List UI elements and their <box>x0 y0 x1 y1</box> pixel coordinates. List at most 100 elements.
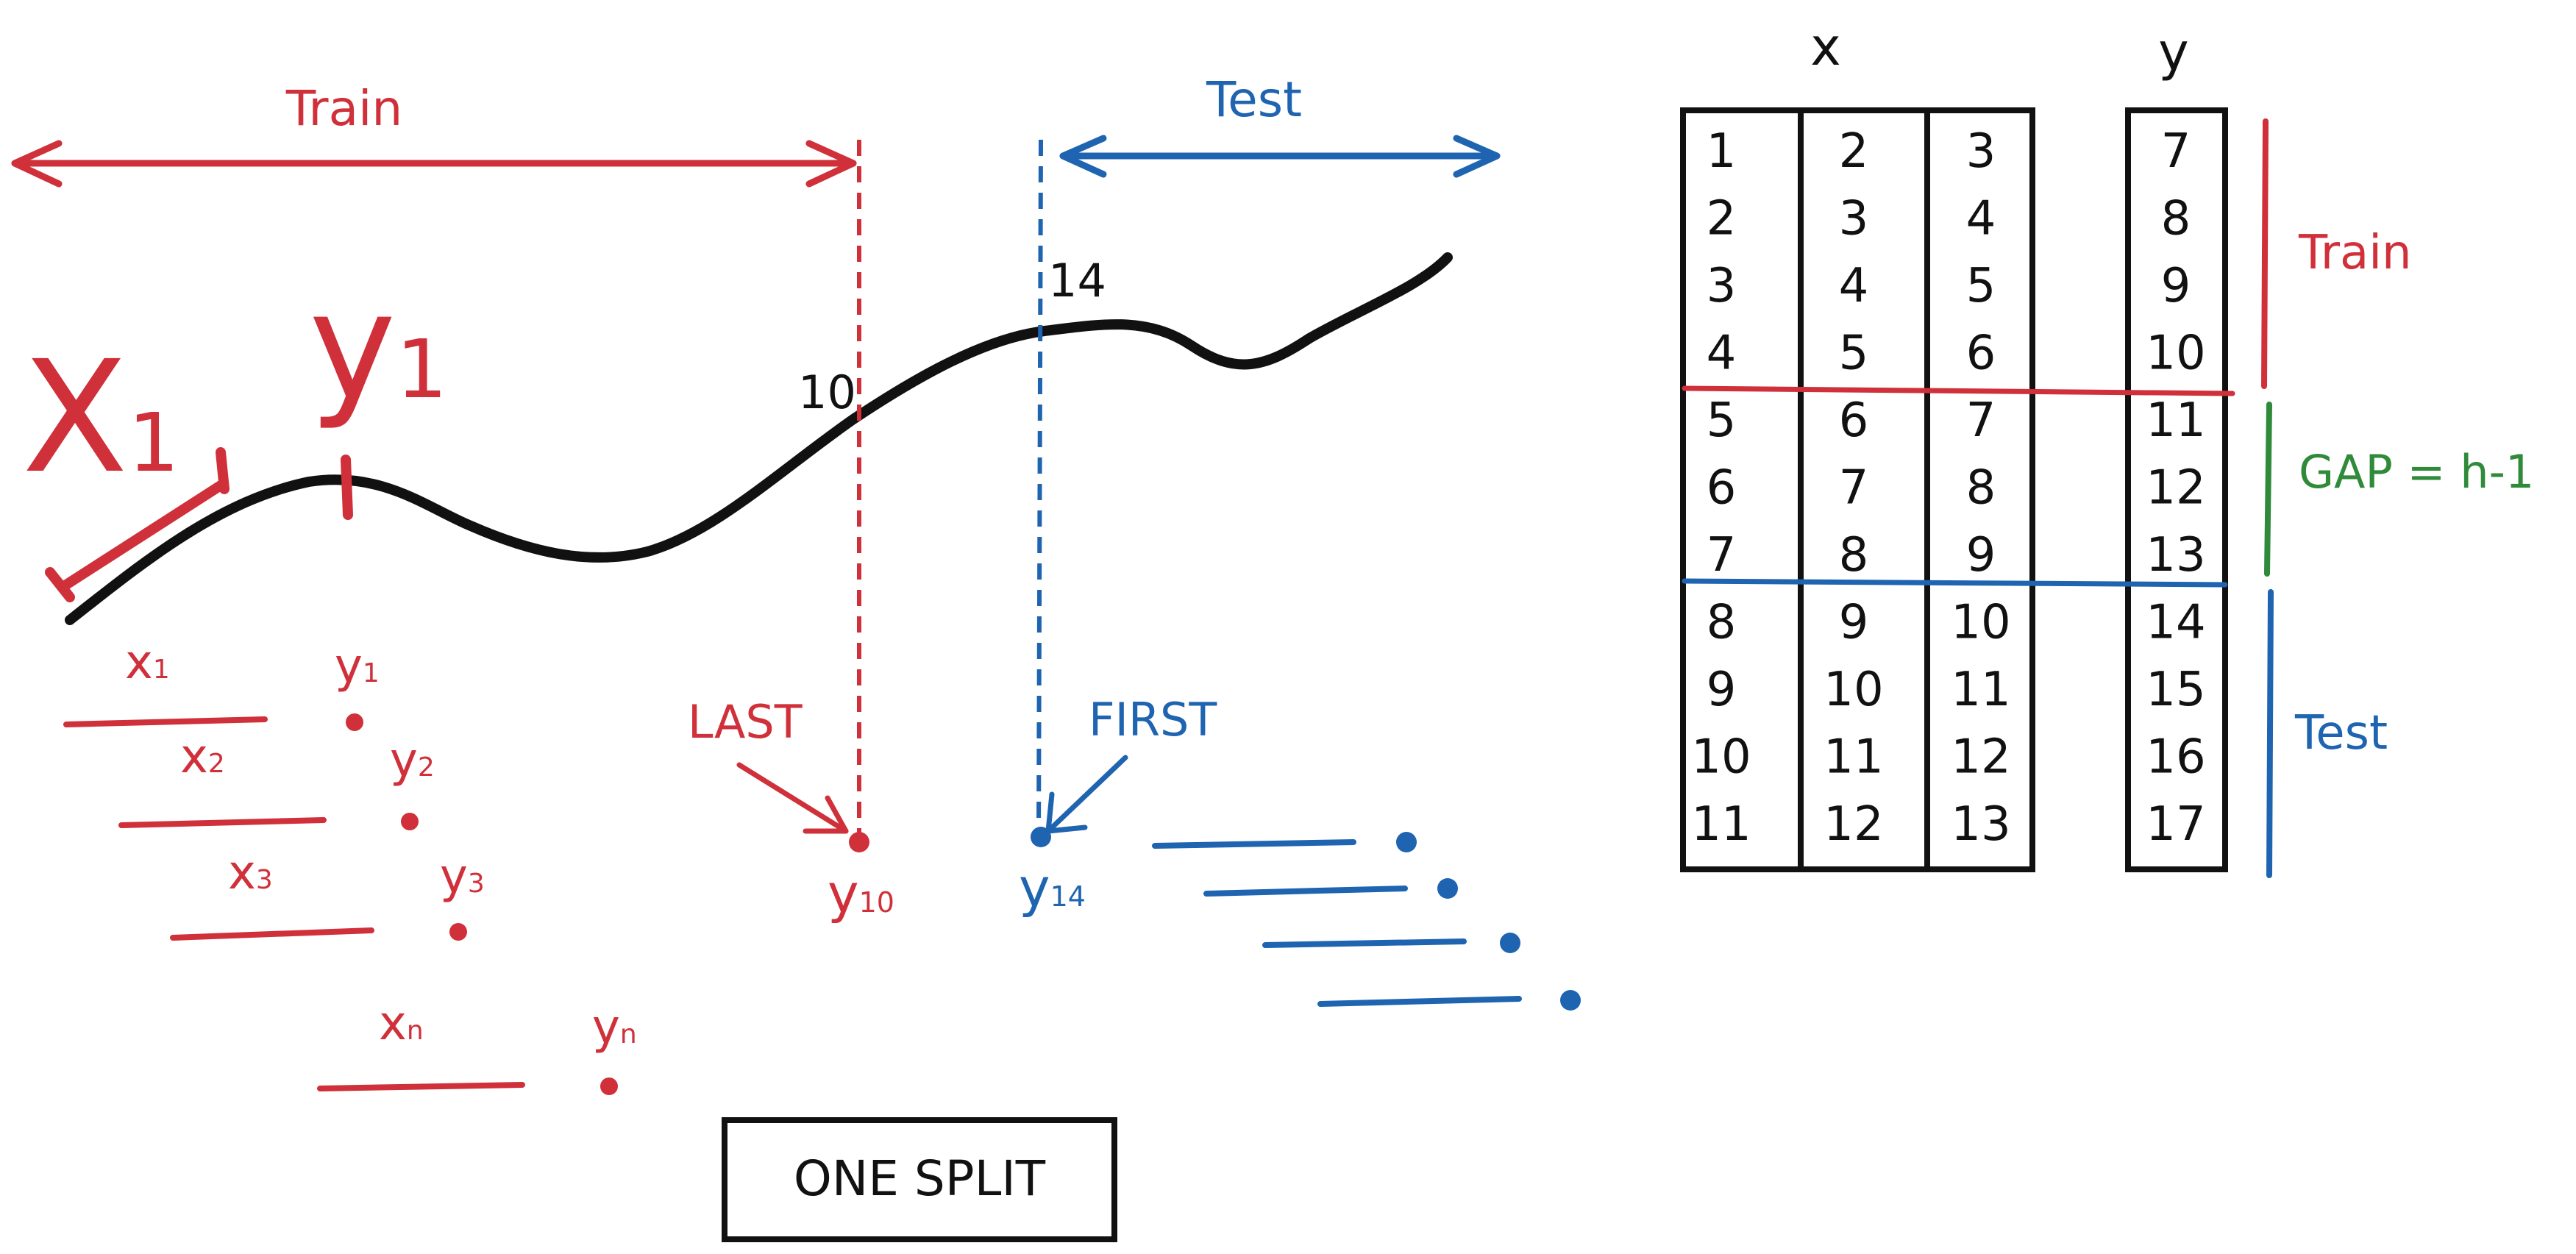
window-x-line <box>170 927 374 941</box>
x-matrix-cell: 2 <box>1839 124 1869 179</box>
train-window-n: xn yn <box>317 997 637 1095</box>
window-x-label: x3 <box>228 846 273 900</box>
x-matrix-cell: 11 <box>1824 730 1883 785</box>
gap-section-bar <box>2264 402 2272 577</box>
x-matrix-cell: 3 <box>1966 124 1996 179</box>
window-y-label: y2 <box>390 733 435 788</box>
train-window-2: x2 y2 <box>118 730 435 830</box>
test-window-3 <box>1262 933 1520 953</box>
y14-point <box>1031 827 1051 847</box>
x-matrix-cell: 7 <box>1707 528 1737 583</box>
x-matrix-cell: 6 <box>1707 461 1737 516</box>
y-vector-cell: 7 <box>2161 124 2191 179</box>
big-y-label: y1 <box>309 261 447 432</box>
window-bracket <box>45 447 353 602</box>
x-matrix-cell: 12 <box>1824 797 1883 852</box>
x-matrix-cell: 8 <box>1966 461 1996 516</box>
y-vector-cell: 17 <box>2146 797 2205 852</box>
y10-point <box>849 832 869 852</box>
y-header: y <box>2158 22 2188 82</box>
window-y-point <box>449 923 467 941</box>
y-vector-cell: 8 <box>2161 192 2191 246</box>
x-header: x <box>1810 17 1840 77</box>
y-vector-cell: 9 <box>2161 259 2191 313</box>
x-matrix-cell: 10 <box>1951 596 2010 650</box>
y-vector <box>2125 107 2228 872</box>
y-vector-cell: 10 <box>2146 327 2205 381</box>
y-vector-cell: 15 <box>2146 663 2205 717</box>
y-vector-cell: 11 <box>2146 393 2205 448</box>
window-x-label: x1 <box>125 635 170 690</box>
x-matrix-cell: 4 <box>1839 259 1869 313</box>
y-vector-cell: 14 <box>2146 596 2205 650</box>
x-matrix-cell: 7 <box>1839 461 1869 516</box>
x-matrix-cell: 13 <box>1951 797 2010 852</box>
x-matrix-cell: 10 <box>1691 730 1751 785</box>
gap-test-divider <box>1682 578 2228 588</box>
train-gap-divider <box>1682 385 2235 396</box>
x-matrix-cell: 8 <box>1707 596 1737 650</box>
test-section-bar <box>2266 589 2274 878</box>
x-matrix-cell: 3 <box>1839 192 1869 246</box>
one-split-box <box>722 1117 1117 1242</box>
curve-label-10: 10 <box>798 366 856 419</box>
test-section-label: Test <box>2294 706 2388 760</box>
big-x-sub: 1 <box>128 396 179 490</box>
first-label: FIRST <box>1089 693 1217 747</box>
test-top-label: Test <box>1206 71 1302 128</box>
window-y-label: yn <box>592 1000 637 1055</box>
window-y-label: y3 <box>440 849 485 904</box>
last-arrow <box>736 762 849 834</box>
y-vector-cell: 16 <box>2146 730 2205 785</box>
x-matrix-cell: 10 <box>1824 663 1883 717</box>
test-window-2 <box>1203 878 1458 899</box>
x-matrix-cell: 8 <box>1839 528 1869 583</box>
window-x-line <box>317 1082 525 1091</box>
big-y-text: y <box>309 261 396 432</box>
last-label: LAST <box>688 695 803 749</box>
curve-label-14: 14 <box>1048 254 1106 307</box>
x-matrix <box>1680 107 2035 872</box>
test-split-line <box>1036 139 1043 839</box>
train-section-bar <box>2261 118 2269 389</box>
window-x-label: x2 <box>180 730 225 784</box>
big-x-label: X1 <box>22 327 179 507</box>
x-matrix-cell: 1 <box>1707 124 1737 179</box>
y-vector-cell: 12 <box>2146 461 2205 516</box>
gap-section-label: GAP = h-1 <box>2299 445 2534 499</box>
y10-label: y10 <box>828 863 894 925</box>
test-range-arrow <box>1059 135 1501 178</box>
x-matrix-cell: 5 <box>1966 259 1996 313</box>
window-x-line <box>63 716 268 727</box>
window-y-point <box>346 713 363 731</box>
big-y-sub: 1 <box>396 322 447 416</box>
window-y-label: y1 <box>335 639 380 694</box>
x-matrix-cell: 9 <box>1966 528 1996 583</box>
x-matrix-cell: 3 <box>1707 259 1737 313</box>
window-y-point <box>401 813 419 830</box>
window-y-point <box>600 1077 618 1095</box>
x-matrix-cell: 5 <box>1707 393 1737 448</box>
train-window-3: x3 y3 <box>170 846 485 941</box>
train-window-1: x1 y1 <box>63 635 380 731</box>
x-matrix-cell: 2 <box>1707 192 1737 246</box>
test-window-4 <box>1317 990 1581 1011</box>
x-matrix-cell: 12 <box>1951 730 2010 785</box>
y14-label: y14 <box>1019 857 1086 919</box>
x-matrix-cell: 4 <box>1707 327 1737 381</box>
x-matrix-cell: 9 <box>1707 663 1737 717</box>
train-section-label: Train <box>2298 226 2412 280</box>
one-split-label: ONE SPLIT <box>794 1150 1046 1207</box>
time-series-curve <box>65 252 1453 625</box>
window-x-line <box>118 817 327 828</box>
x-matrix-cell: 4 <box>1966 192 1996 246</box>
test-window-1 <box>1152 832 1417 852</box>
x-matrix-cell: 6 <box>1839 393 1869 448</box>
x-matrix-cell: 5 <box>1839 327 1869 381</box>
big-x-text: X <box>22 327 128 507</box>
x-matrix-cell: 9 <box>1839 596 1869 650</box>
first-arrow <box>1045 755 1128 834</box>
x-matrix-cell: 7 <box>1966 393 1996 448</box>
